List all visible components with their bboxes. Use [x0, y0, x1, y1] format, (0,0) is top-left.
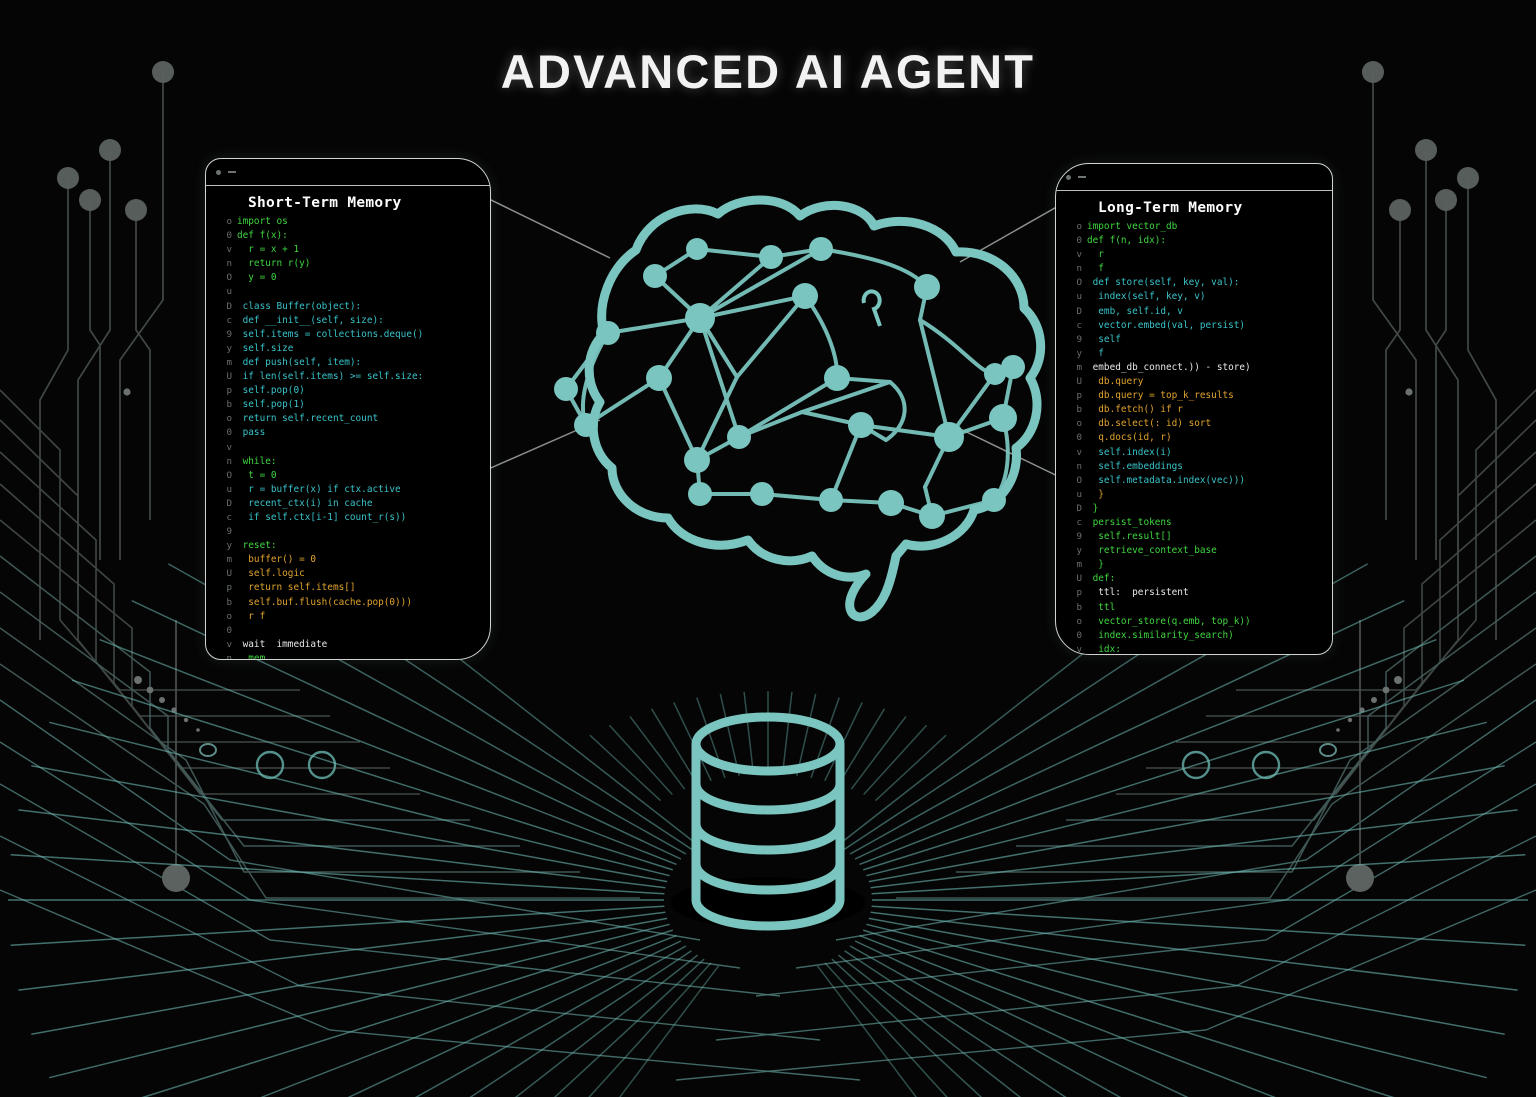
long-term-memory-heading: Long-Term Memory — [1098, 200, 1243, 216]
line-number-gutter: o0vnOuDc9ymUpbo0vnOuDc9ymUpbo0vnO — [1076, 221, 1082, 655]
page-title: ADVANCED AI AGENT — [500, 45, 1036, 98]
short-term-memory-heading: Short-Term Memory — [248, 195, 402, 211]
dot-icon — [216, 169, 221, 175]
line-number-gutter: o0vnOuDc9ymUpbo0vnOuDc9ymUpbo0vnOu — [226, 216, 232, 660]
bars-icon — [1078, 176, 1086, 178]
code-body: o0vnOuDc9ymUpbo0vnOuDc9ymUpbo0vnO import… — [1056, 220, 1332, 655]
panel-titlebar — [206, 159, 490, 186]
dot-icon — [1066, 174, 1071, 180]
code-body: o0vnOuDc9ymUpbo0vnOuDc9ymUpbo0vnOu impor… — [206, 215, 490, 660]
panel-titlebar — [1056, 164, 1332, 191]
brain-network-nodes — [554, 237, 1025, 529]
bars-icon — [228, 171, 236, 173]
